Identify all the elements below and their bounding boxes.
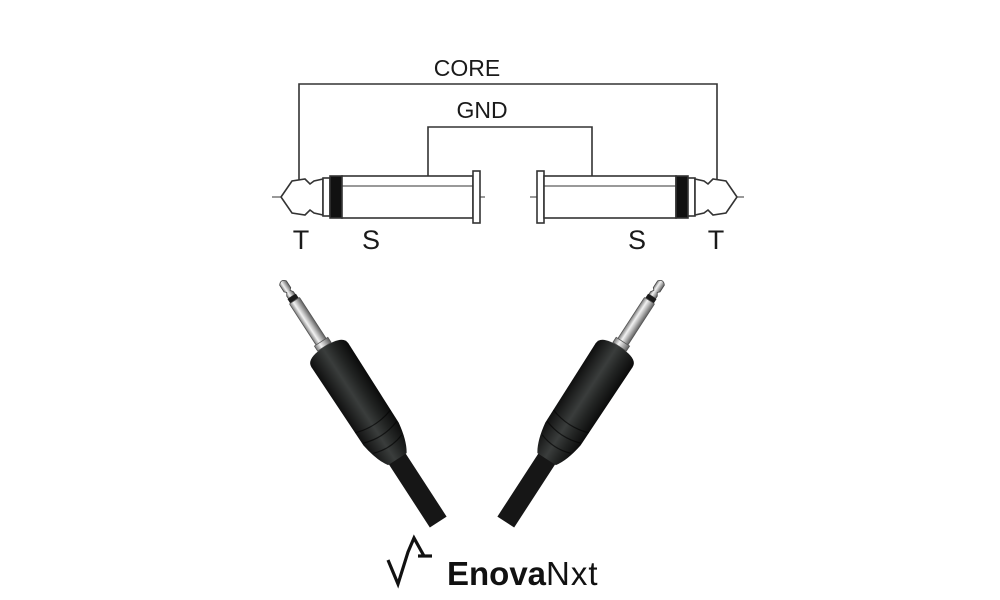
right-shaft-metal	[617, 297, 655, 346]
right-molded-body	[537, 339, 634, 466]
left-plug-drawing	[272, 170, 485, 224]
right-sleeve-label: S	[628, 225, 646, 255]
right-tip-insulator	[645, 293, 657, 304]
brand-name: EnovaNxt	[447, 555, 599, 592]
gnd-label: GND	[456, 97, 507, 123]
photo-bottom-mask	[0, 528, 1000, 600]
brand-name-light: Nxt	[546, 555, 599, 592]
left-molded-body	[310, 339, 407, 466]
brand-logo: EnovaNxt	[386, 534, 599, 592]
right-jack-photo	[497, 279, 665, 528]
left-collar	[313, 336, 332, 352]
left-jack-photo	[279, 279, 447, 528]
enova-logo-icon	[386, 534, 426, 589]
core-label: CORE	[434, 55, 500, 81]
left-tip-label: T	[293, 225, 310, 255]
right-tip-label: T	[708, 225, 725, 255]
right-flange	[536, 170, 545, 224]
right-tip	[694, 178, 738, 216]
left-ring	[322, 177, 331, 217]
right-plug-drawing	[530, 170, 745, 224]
right-collar	[612, 336, 631, 352]
left-tip-insulator	[287, 293, 299, 304]
right-body-ribs	[541, 409, 589, 454]
left-sleeve	[341, 175, 474, 219]
core-wire	[298, 83, 718, 182]
right-insulator	[675, 175, 689, 219]
left-sleeve-label: S	[362, 225, 380, 255]
wiring	[298, 83, 718, 182]
right-tip-metal	[648, 279, 665, 300]
left-body-ribs	[355, 409, 403, 454]
left-tip-metal	[279, 279, 296, 300]
left-insulator	[329, 175, 343, 219]
right-cable	[497, 449, 558, 528]
left-tip	[280, 178, 324, 216]
brand-name-bold: Enova	[447, 555, 547, 592]
right-sleeve	[543, 175, 677, 219]
left-cable	[386, 449, 447, 528]
left-shaft-metal	[289, 297, 327, 346]
gnd-wire	[427, 126, 593, 176]
left-flange	[472, 170, 481, 224]
right-ring	[687, 177, 696, 217]
